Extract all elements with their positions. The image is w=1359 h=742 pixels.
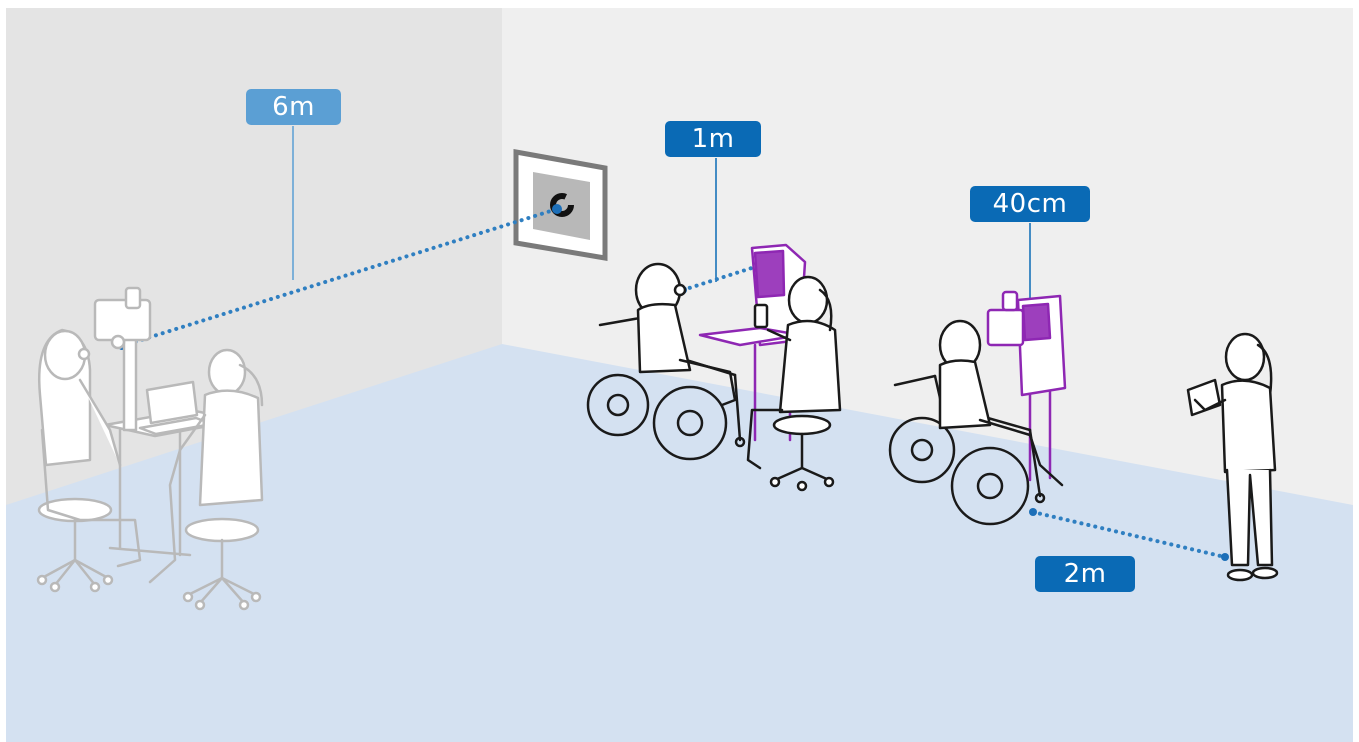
label-stems xyxy=(292,126,1031,310)
sight-line-2m xyxy=(1031,510,1227,559)
stool-icon xyxy=(769,414,835,492)
station-1m xyxy=(586,243,842,492)
stool-icon xyxy=(182,517,262,611)
vision-tester-icon xyxy=(93,286,152,432)
sight-line-6m xyxy=(120,207,559,348)
examiner-with-tablet xyxy=(1186,332,1279,582)
station-40cm xyxy=(888,290,1067,526)
patient-figure-icon xyxy=(634,262,737,407)
examiner-figure-icon xyxy=(746,275,842,470)
distance-label-40cm: 40cm xyxy=(970,186,1090,222)
patient-figure-icon xyxy=(938,319,1064,487)
wall-chart xyxy=(513,149,608,261)
station-6m xyxy=(36,286,264,611)
landolt-ring-icon xyxy=(550,193,574,217)
laptop-icon xyxy=(138,380,214,436)
stool-icon xyxy=(36,497,114,593)
distance-label-1m: 1m xyxy=(665,121,761,157)
examiner-figure-icon xyxy=(148,348,264,584)
distance-label-2m: 2m xyxy=(1035,556,1135,592)
sight-line-1m xyxy=(681,264,760,292)
vision-tester-icon xyxy=(986,290,1067,482)
vision-device-icon xyxy=(698,243,807,442)
patient-figure-icon xyxy=(38,328,142,568)
distance-label-6m: 6m xyxy=(246,89,341,125)
